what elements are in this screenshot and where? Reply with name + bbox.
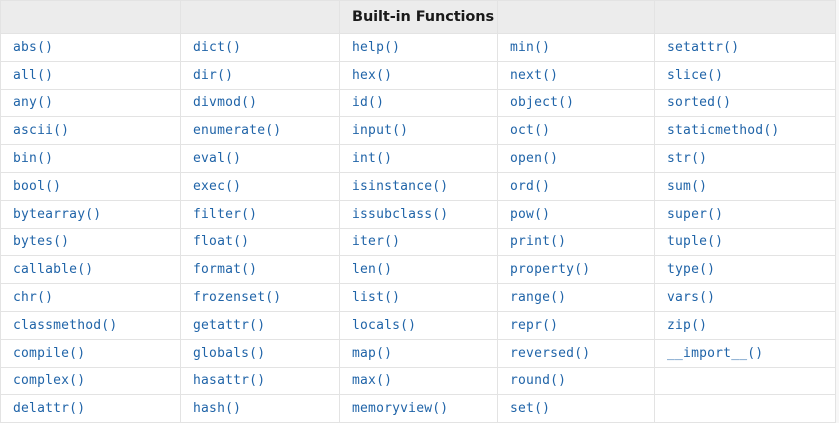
function-cell[interactable]: pow(): [497, 200, 655, 229]
function-cell[interactable]: property(): [497, 255, 655, 285]
table-row: classmethod()getattr()locals()repr()zip(…: [0, 311, 836, 340]
table-row: bin()eval()int()open()str(): [0, 144, 836, 173]
function-cell[interactable]: range(): [497, 283, 655, 312]
function-cell[interactable]: enumerate(): [180, 116, 340, 146]
function-cell[interactable]: delattr(): [0, 394, 181, 423]
function-cell[interactable]: eval(): [180, 144, 340, 173]
table-row: abs()dict()help()min()setattr(): [0, 33, 836, 62]
function-cell[interactable]: int(): [339, 144, 498, 173]
header-cell-2: [180, 0, 340, 34]
function-cell[interactable]: object(): [497, 89, 655, 118]
header-cell-5: [654, 0, 836, 34]
function-cell[interactable]: str(): [654, 144, 836, 173]
function-cell[interactable]: __import__(): [654, 339, 836, 368]
function-cell[interactable]: dict(): [180, 33, 340, 62]
table-header: Built-in Functions: [0, 0, 836, 34]
table-row: ascii()enumerate()input()oct()staticmeth…: [0, 116, 836, 146]
table-title: Built-in Functions: [339, 0, 498, 34]
header-cell-4: [497, 0, 655, 34]
table-row: bool()exec()isinstance()ord()sum(): [0, 172, 836, 201]
function-cell[interactable]: all(): [0, 61, 181, 90]
function-cell[interactable]: list(): [339, 283, 498, 312]
function-cell[interactable]: hex(): [339, 61, 498, 90]
function-cell[interactable]: memoryview(): [339, 394, 498, 423]
function-cell[interactable]: staticmethod(): [654, 116, 836, 146]
function-cell[interactable]: globals(): [180, 339, 340, 368]
function-cell[interactable]: complex(): [0, 367, 181, 396]
function-cell[interactable]: sum(): [654, 172, 836, 201]
function-cell[interactable]: bool(): [0, 172, 181, 201]
function-cell[interactable]: divmod(): [180, 89, 340, 118]
function-cell[interactable]: min(): [497, 33, 655, 62]
function-cell[interactable]: chr(): [0, 283, 181, 312]
function-cell[interactable]: dir(): [180, 61, 340, 90]
function-cell[interactable]: exec(): [180, 172, 340, 201]
header-cell-1: [0, 0, 181, 34]
function-cell[interactable]: any(): [0, 89, 181, 118]
function-cell[interactable]: bin(): [0, 144, 181, 173]
function-cell[interactable]: set(): [497, 394, 655, 423]
function-cell[interactable]: frozenset(): [180, 283, 340, 312]
function-cell[interactable]: iter(): [339, 228, 498, 257]
function-cell[interactable]: len(): [339, 255, 498, 285]
function-cell[interactable]: issubclass(): [339, 200, 498, 229]
function-cell[interactable]: repr(): [497, 311, 655, 340]
function-cell[interactable]: input(): [339, 116, 498, 146]
table-row: bytes()float()iter()print()tuple(): [0, 228, 836, 257]
function-cell[interactable]: reversed(): [497, 339, 655, 368]
header-row: Built-in Functions: [0, 0, 836, 34]
table-row: callable()format()len()property()type(): [0, 255, 836, 285]
function-cell[interactable]: float(): [180, 228, 340, 257]
function-cell[interactable]: tuple(): [654, 228, 836, 257]
empty-cell: [654, 367, 836, 396]
function-cell[interactable]: ascii(): [0, 116, 181, 146]
function-cell[interactable]: next(): [497, 61, 655, 90]
function-cell[interactable]: round(): [497, 367, 655, 396]
table-body: abs()dict()help()min()setattr()all()dir(…: [0, 33, 836, 423]
function-cell[interactable]: super(): [654, 200, 836, 229]
function-cell[interactable]: bytes(): [0, 228, 181, 257]
function-cell[interactable]: classmethod(): [0, 311, 181, 340]
table-row: any()divmod()id()object()sorted(): [0, 89, 836, 118]
function-cell[interactable]: getattr(): [180, 311, 340, 340]
function-cell[interactable]: slice(): [654, 61, 836, 90]
table-row: bytearray()filter()issubclass()pow()supe…: [0, 200, 836, 229]
function-cell[interactable]: bytearray(): [0, 200, 181, 229]
function-cell[interactable]: locals(): [339, 311, 498, 340]
function-cell[interactable]: open(): [497, 144, 655, 173]
function-cell[interactable]: id(): [339, 89, 498, 118]
function-cell[interactable]: sorted(): [654, 89, 836, 118]
function-cell[interactable]: print(): [497, 228, 655, 257]
function-cell[interactable]: isinstance(): [339, 172, 498, 201]
table-row: all()dir()hex()next()slice(): [0, 61, 836, 90]
function-cell[interactable]: callable(): [0, 255, 181, 285]
function-cell[interactable]: type(): [654, 255, 836, 285]
table-row: complex()hasattr()max()round(): [0, 367, 836, 396]
table-row: compile()globals()map()reversed()__impor…: [0, 339, 836, 368]
function-cell[interactable]: filter(): [180, 200, 340, 229]
function-cell[interactable]: map(): [339, 339, 498, 368]
empty-cell: [654, 394, 836, 423]
function-cell[interactable]: format(): [180, 255, 340, 285]
function-cell[interactable]: compile(): [0, 339, 181, 368]
function-cell[interactable]: hash(): [180, 394, 340, 423]
table-row: chr()frozenset()list()range()vars(): [0, 283, 836, 312]
function-cell[interactable]: abs(): [0, 33, 181, 62]
table-row: delattr()hash()memoryview()set(): [0, 394, 836, 423]
function-cell[interactable]: vars(): [654, 283, 836, 312]
function-cell[interactable]: max(): [339, 367, 498, 396]
function-cell[interactable]: zip(): [654, 311, 836, 340]
function-cell[interactable]: ord(): [497, 172, 655, 201]
function-cell[interactable]: oct(): [497, 116, 655, 146]
function-cell[interactable]: hasattr(): [180, 367, 340, 396]
function-cell[interactable]: setattr(): [654, 33, 836, 62]
function-cell[interactable]: help(): [339, 33, 498, 62]
